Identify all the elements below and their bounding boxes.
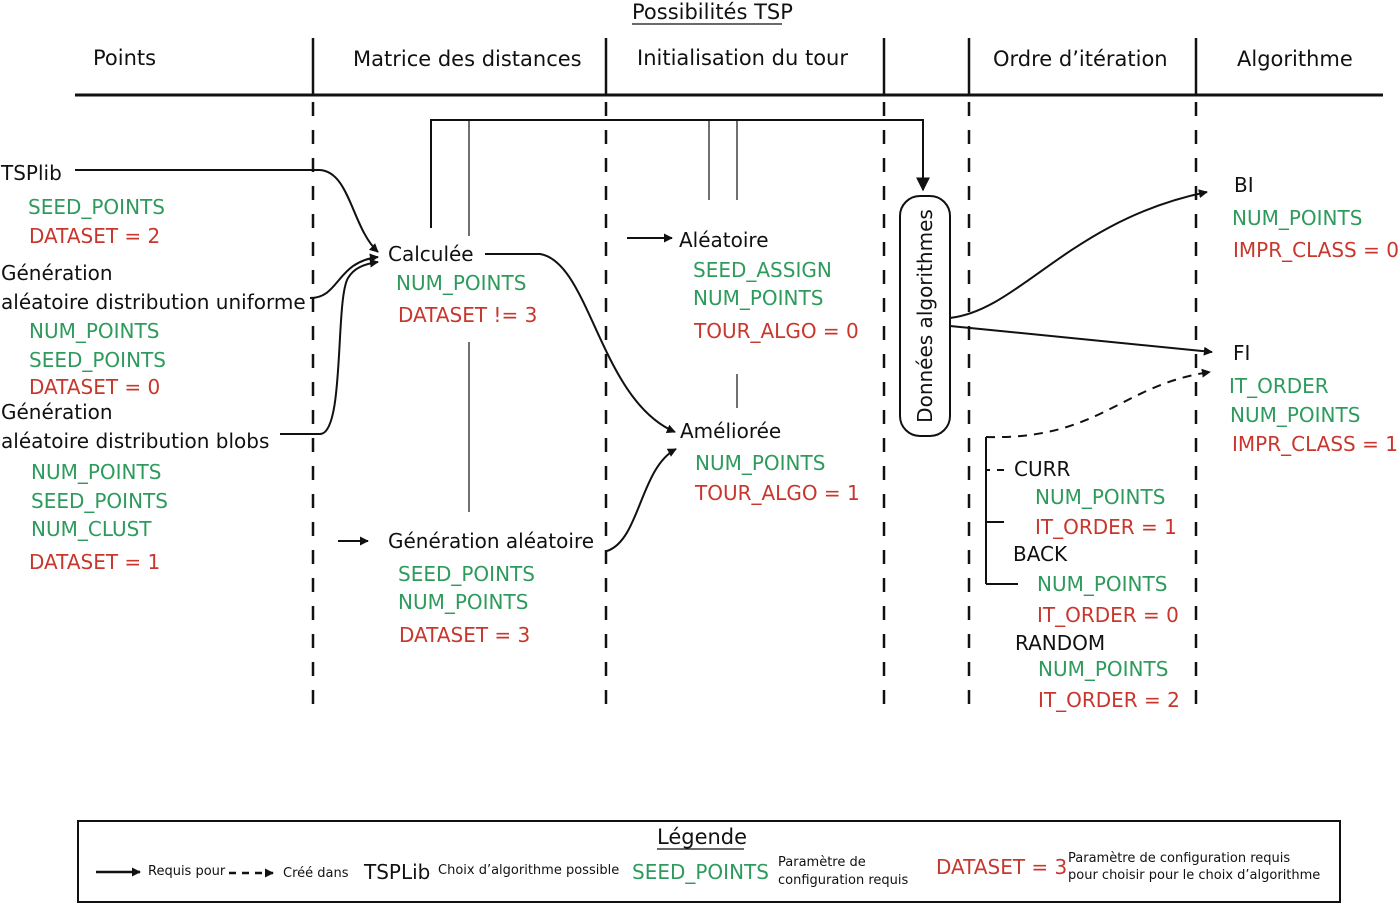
random-matrix-param-3: DATASET = 3 <box>399 623 531 647</box>
random-matrix-param-1: SEED_POINTS <box>398 562 535 586</box>
init-improved-param-1: NUM_POINTS <box>695 451 826 475</box>
legend-required-for: Requis pour <box>148 864 226 879</box>
uniform-param-2: SEED_POINTS <box>29 348 166 372</box>
uniform-label-1: Génération <box>1 261 113 285</box>
order-curr-label: CURR <box>1014 457 1071 481</box>
blobs-label-2: aléatoire distribution blobs <box>1 429 270 453</box>
algo-fi-param-1: IT_ORDER <box>1229 374 1329 398</box>
init-random-label: Aléatoire <box>679 228 769 252</box>
order-bracket <box>985 437 1018 585</box>
legend-choice-param-desc-1: Paramètre de configuration requis <box>1068 851 1291 866</box>
uniform-param-1: NUM_POINTS <box>29 319 160 343</box>
feedback-arrow <box>430 119 930 228</box>
created-in-arrow <box>985 368 1211 439</box>
init-random-param-1: SEED_ASSIGN <box>693 258 832 282</box>
data-box-label: Données algorithmes <box>913 209 937 423</box>
algo-bi-param-2: IMPR_CLASS = 0 <box>1233 238 1398 262</box>
column-separators <box>311 38 1198 95</box>
legend-choice-desc: Choix d’algorithme possible <box>438 863 620 878</box>
init-random-param-3: TOUR_ALGO = 0 <box>694 319 859 343</box>
order-random-label: RANDOM <box>1015 631 1106 655</box>
init-improved-param-2: TOUR_ALGO = 1 <box>695 481 860 505</box>
column-header-matrix: Matrice des distances <box>353 47 582 71</box>
order-curr-param-2: IT_ORDER = 1 <box>1035 515 1177 539</box>
legend-choice-example: TSPLib <box>364 860 431 884</box>
order-random-param-2: IT_ORDER = 2 <box>1038 688 1180 712</box>
algo-fi-param-2: NUM_POINTS <box>1230 403 1361 427</box>
uniform-param-3: DATASET = 0 <box>29 375 161 399</box>
init-random-param-2: NUM_POINTS <box>693 286 824 310</box>
legend-param-example: SEED_POINTS <box>632 860 769 884</box>
order-back-param-1: NUM_POINTS <box>1037 572 1168 596</box>
init-improved-label: Améliorée <box>680 419 782 443</box>
tsplib-param-2: DATASET = 2 <box>29 224 161 248</box>
algo-arrows <box>949 189 1213 356</box>
column-header-init: Initialisation du tour <box>637 46 848 70</box>
order-back-label: BACK <box>1013 542 1068 566</box>
thin-connectors <box>468 120 738 512</box>
algo-fi-param-3: IMPR_CLASS = 1 <box>1232 432 1398 456</box>
blobs-param-3: NUM_CLUST <box>31 517 152 541</box>
legend-box <box>77 820 1341 903</box>
algo-bi-param-1: NUM_POINTS <box>1232 206 1363 230</box>
points-arrows <box>75 169 379 435</box>
legend-param-desc-1: Paramètre de <box>778 855 866 870</box>
legend-title: Légende <box>657 825 748 849</box>
algo-bi-label: BI <box>1234 173 1254 197</box>
legend-choice-param-desc-2: pour choisir pour le choix d’algorithme <box>1068 868 1321 883</box>
order-back-param-2: IT_ORDER = 0 <box>1037 603 1179 627</box>
column-header-order: Ordre d’itération <box>993 47 1168 71</box>
legend-choice-param-example: DATASET = 3 <box>936 855 1068 879</box>
order-curr-param-1: NUM_POINTS <box>1035 485 1166 509</box>
matrix-arrows <box>338 233 677 552</box>
column-header-algo: Algorithme <box>1237 47 1353 71</box>
uniform-label-2: aléatoire distribution uniforme <box>1 290 306 314</box>
blobs-param-4: DATASET = 1 <box>29 550 161 574</box>
column-dashes <box>311 102 1198 712</box>
column-header-points: Points <box>93 46 157 70</box>
tsplib-label: TSPlib <box>1 161 62 185</box>
blobs-label-1: Génération <box>1 400 113 424</box>
blobs-param-1: NUM_POINTS <box>31 460 162 484</box>
random-matrix-label: Génération aléatoire <box>388 529 595 553</box>
legend-created-in: Créé dans <box>283 866 349 881</box>
tsplib-param-1: SEED_POINTS <box>28 195 165 219</box>
random-matrix-param-2: NUM_POINTS <box>398 590 529 614</box>
algo-fi-label: FI <box>1233 341 1251 365</box>
computed-param-1: NUM_POINTS <box>396 271 527 295</box>
diagram-title: Possibilités TSP <box>632 0 793 24</box>
blobs-param-2: SEED_POINTS <box>31 489 168 513</box>
data-box <box>899 195 951 437</box>
legend-param-desc-2: configuration requis <box>778 873 909 888</box>
order-random-param-1: NUM_POINTS <box>1038 657 1169 681</box>
computed-param-2: DATASET != 3 <box>398 303 538 327</box>
computed-label: Calculée <box>388 242 474 266</box>
